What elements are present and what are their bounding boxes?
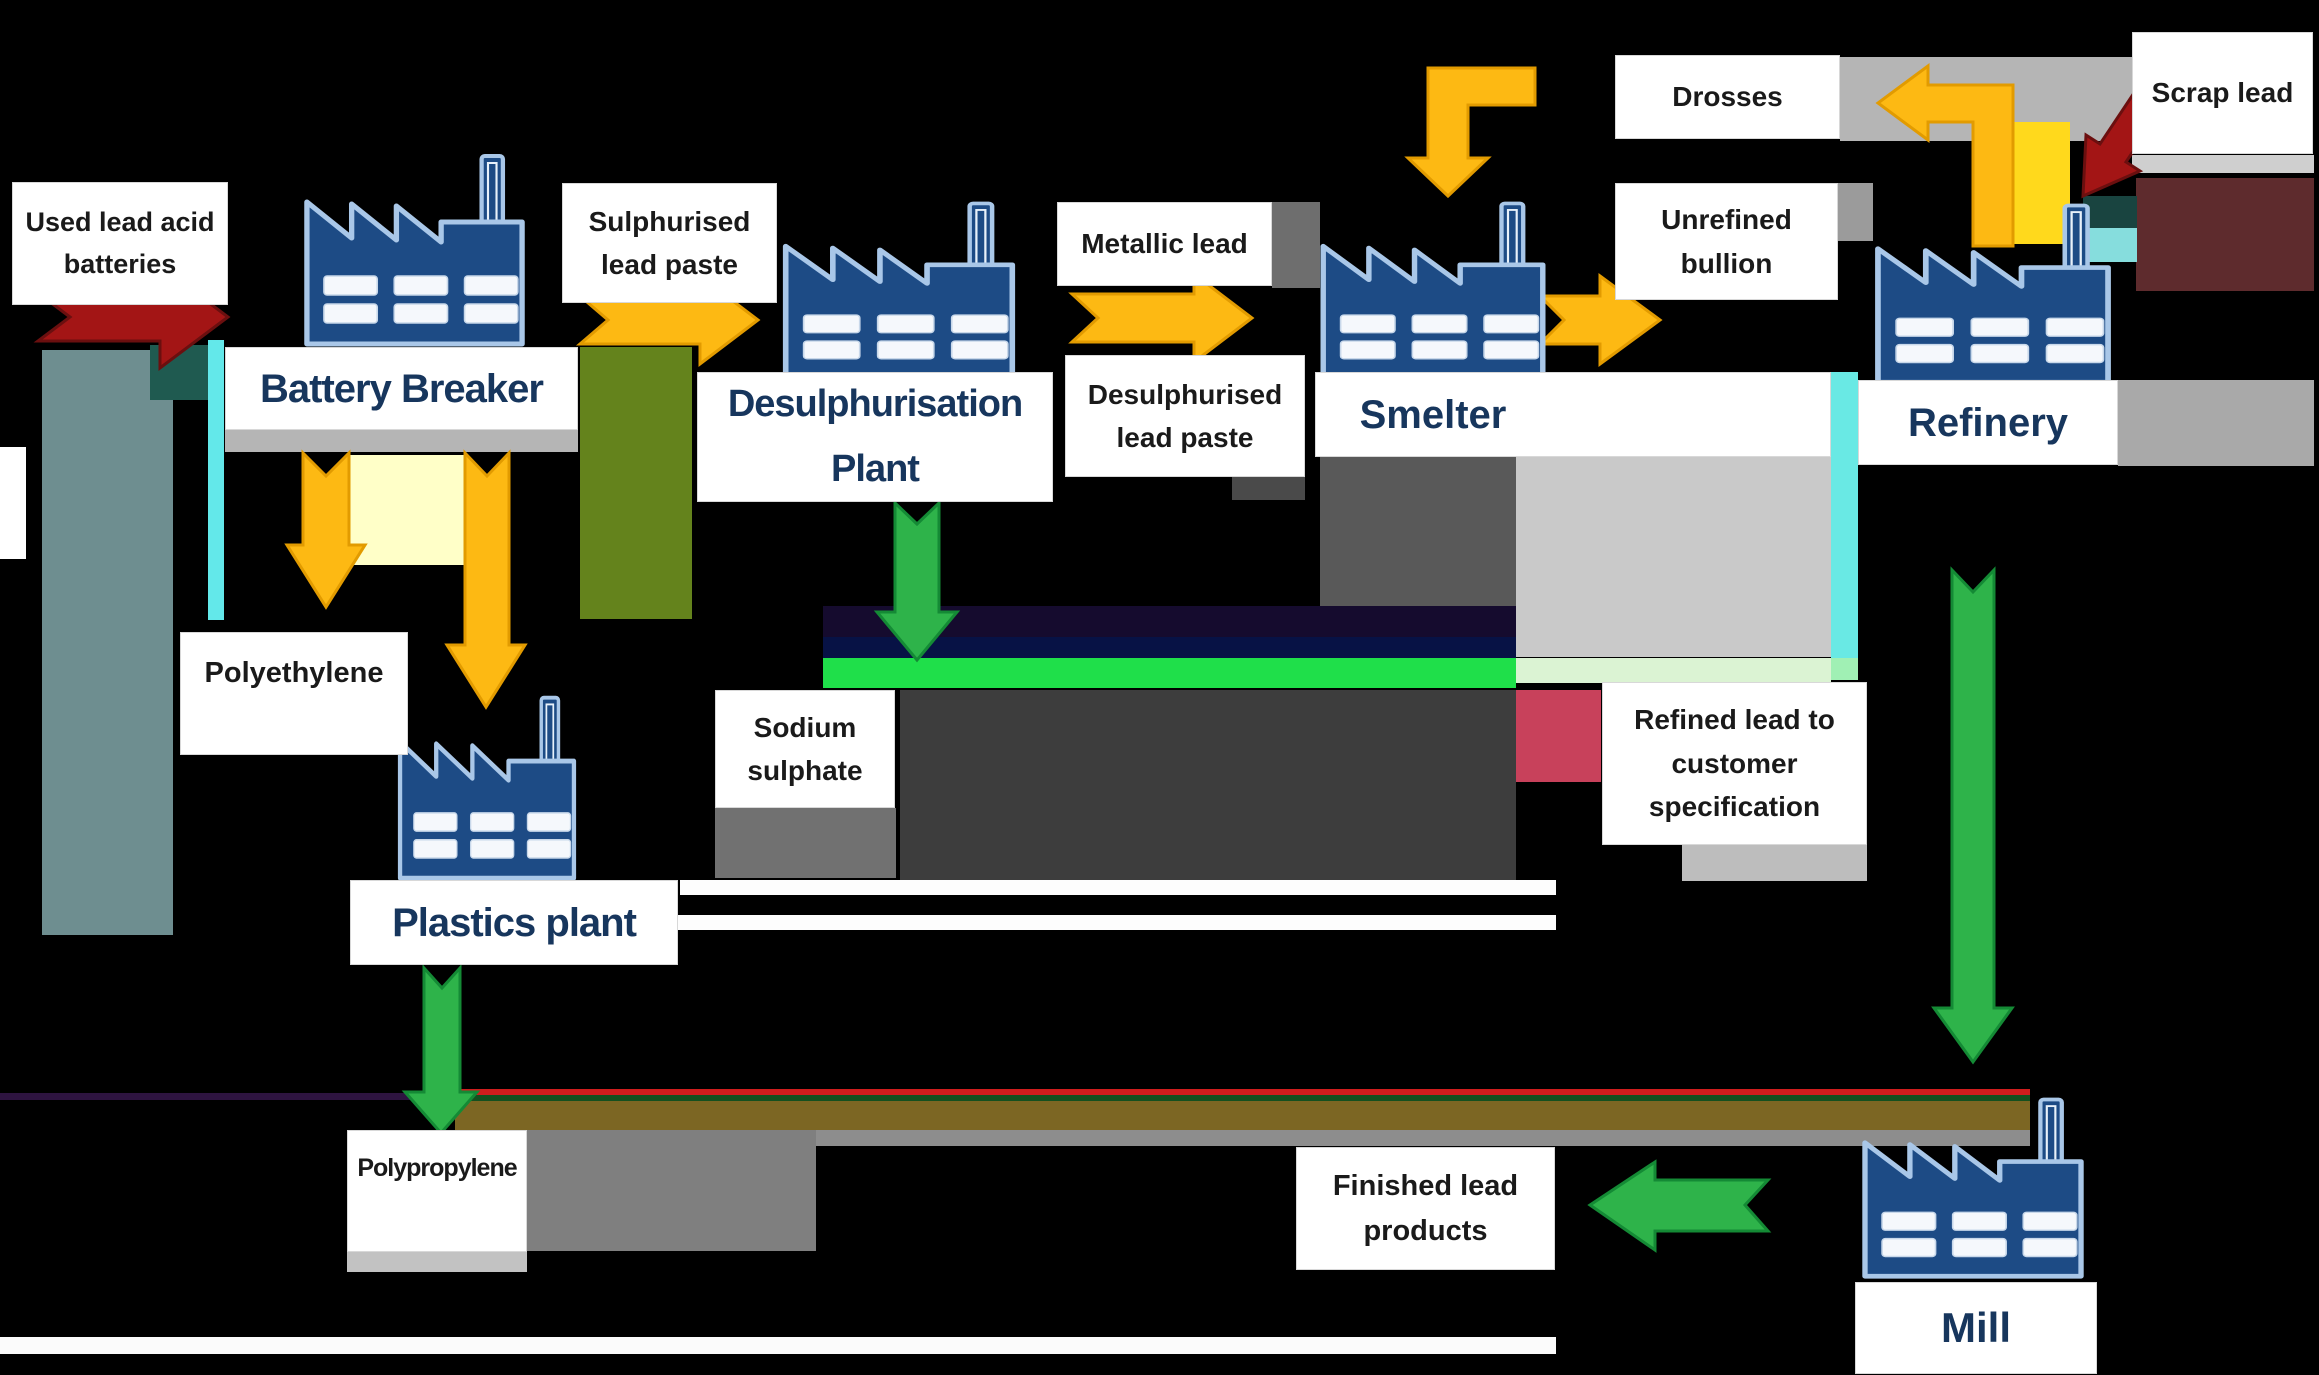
- battery-breaker-factory-icon: [292, 148, 537, 348]
- refinery-label: Refinery: [1858, 380, 2118, 465]
- artifact-rect: [2136, 178, 2314, 291]
- artifact-rect: [455, 1101, 2030, 1130]
- arrow-mill-to-finished-products: [1587, 1159, 1772, 1253]
- artifact-rect: [823, 658, 1516, 688]
- artifact-rect: [455, 1095, 2030, 1101]
- smelter-label: Smelter: [1315, 372, 1831, 457]
- artifact-rect: [1320, 457, 1516, 617]
- plastics-plant-factory-icon: [388, 690, 586, 882]
- artifact-rect: [900, 690, 1516, 880]
- mill-factory-icon: [1850, 1092, 2096, 1280]
- arrow-breaker-to-polyethylene: [284, 449, 368, 610]
- artifact-rect: [1831, 658, 1858, 680]
- artifact-rect: [480, 915, 1556, 930]
- artifact-rect: [1516, 658, 1831, 683]
- artifact-rect: [208, 340, 224, 620]
- artifact-rect: [347, 1252, 527, 1272]
- metallic-lead-box: Metallic lead: [1057, 202, 1272, 286]
- arrow-refinery-to-mill: [1931, 566, 2015, 1065]
- artifact-rect: [0, 447, 26, 559]
- smelter-factory-icon: [1308, 196, 1558, 382]
- artifact-rect: [2083, 196, 2137, 228]
- artifact-rect: [1838, 183, 1873, 241]
- scrap-lead-box: Scrap lead: [2132, 32, 2313, 154]
- battery-breaker-label: Battery Breaker: [225, 347, 578, 430]
- polypropylene-box: Polypropylene: [347, 1130, 527, 1252]
- arrow-breaker-to-plastics-plant: [444, 449, 528, 710]
- artifact-rect: [0, 1337, 1556, 1354]
- artifact-rect: [2132, 155, 2314, 173]
- arrow-desulphurisation-to-smelter: [1068, 270, 1255, 366]
- arrow-desulphurisation-to-sodium-sulphate: [873, 499, 961, 663]
- desulphurised-lead-paste-box: Desulphurised lead paste: [1065, 355, 1305, 477]
- used-lead-acid-batteries-box: Used lead acid batteries: [12, 182, 228, 305]
- sulphurised-lead-paste-box: Sulphurised lead paste: [562, 183, 777, 303]
- artifact-rect: [1232, 477, 1305, 500]
- refined-lead-box: Refined lead to customer specification: [1602, 682, 1867, 845]
- artifact-rect: [0, 1093, 460, 1100]
- artifact-rect: [1516, 690, 1601, 782]
- artifact-rect: [455, 1089, 2030, 1095]
- artifact-rect: [42, 350, 173, 935]
- arrow-drosses-to-smelter: [1404, 66, 1537, 199]
- refinery-factory-icon: [1862, 198, 2124, 386]
- sodium-sulphate-box: Sodium sulphate: [715, 690, 895, 808]
- artifact-rect: [2083, 228, 2137, 262]
- drosses-box: Drosses: [1615, 55, 1840, 139]
- finished-lead-products-box: Finished lead products: [1296, 1147, 1555, 1270]
- artifact-rect: [1516, 457, 1831, 657]
- artifact-rect: [1831, 372, 1858, 658]
- artifact-rect: [1682, 845, 1867, 881]
- artifact-rect: [823, 637, 1516, 658]
- arrow-refinery-to-drosses: [1875, 63, 2015, 248]
- artifact-rect: [527, 1130, 816, 1251]
- artifact-rect: [225, 430, 578, 452]
- artifact-rect: [1272, 202, 1320, 288]
- desulphurisation-plant-label: Desulphurisation Plant: [697, 372, 1053, 502]
- artifact-rect: [455, 1130, 2030, 1146]
- artifact-rect: [680, 880, 1556, 895]
- unrefined-bullion-box: Unrefined bullion: [1615, 183, 1838, 300]
- plastics-plant-label: Plastics plant: [350, 880, 678, 965]
- arrow-plastics-to-polypropylene: [401, 964, 481, 1136]
- artifact-rect: [350, 455, 468, 565]
- artifact-rect: [580, 347, 692, 619]
- desulphurisation-factory-icon: [770, 196, 1028, 382]
- mill-label: Mill: [1855, 1282, 2097, 1374]
- polyethylene-box: Polyethylene: [180, 632, 408, 755]
- artifact-rect: [2012, 122, 2070, 244]
- artifact-rect: [715, 808, 896, 878]
- artifact-rect: [2118, 380, 2314, 466]
